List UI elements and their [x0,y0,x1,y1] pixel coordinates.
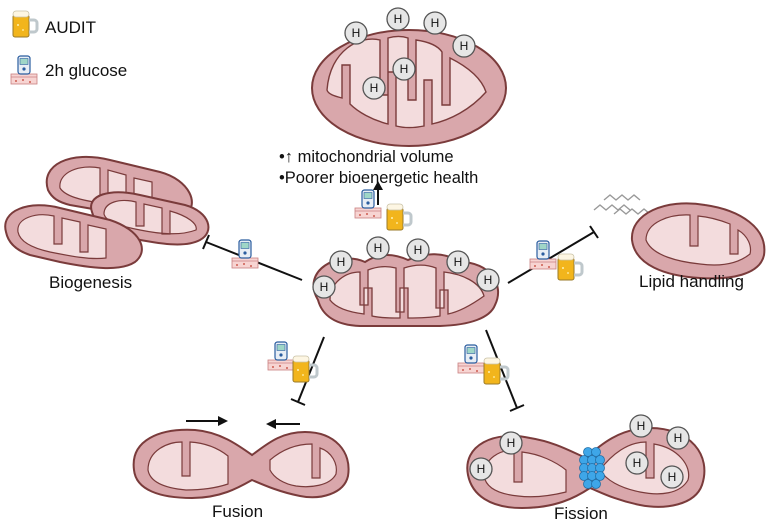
label-fusion: Fusion [212,502,264,521]
proton-label: H [460,39,469,53]
fission-glucose-icon [457,344,485,374]
label-biogenesis: Biogenesis [49,273,133,292]
mitochondria-biogenesis-group [4,155,210,270]
mitochondrion-enlarged [311,29,507,147]
effect-bioenergetic: •Poorer bioenergetic health [279,169,479,187]
top-beer-icon [385,202,413,232]
inhibition-fission [485,329,525,412]
legend-glucose-icon [10,55,38,85]
proton-label: H [374,241,383,255]
mitochondria-fusing [132,428,350,500]
proton-label: H [431,16,440,30]
label-lipid-handling: Lipid handling [639,272,744,291]
proton-label: H [637,419,646,433]
proton-label: H [337,255,346,269]
label-fission: Fission [554,504,608,523]
fusion-beer-icon [291,354,319,384]
drp1-ring [579,447,605,489]
proton-label: H [394,12,403,26]
proton-label: H [414,243,423,257]
proton-label: H [370,81,379,95]
proton-label: H [507,436,516,450]
proton-label: H [633,456,642,470]
proton-label: H [400,62,409,76]
effect-volume: •↑ mitochondrial volume [279,148,454,166]
fusion-arrows [186,416,300,429]
proton-label: H [352,26,361,40]
mitochondrion-central [312,253,500,327]
proton-label: H [320,280,329,294]
inhibition-lipid-handling [507,225,599,284]
fission-beer-icon [482,356,510,386]
lipid-beer-icon [556,252,584,282]
proton-label: H [484,273,493,287]
proton-label: H [477,462,486,476]
increase-arrow [373,181,383,205]
proton-label: H [454,255,463,269]
lipid-chains [593,194,651,215]
lipid-glucose-icon [529,240,557,270]
legend-beer-icon [11,9,39,39]
inhibition-biogenesis [202,234,303,281]
legend-audit-label: AUDIT [45,18,96,37]
legend-glucose-label: 2h glucose [45,61,128,80]
proton-label: H [668,470,677,484]
fusion-glucose-icon [267,341,295,371]
mitochondrion-lipid-handling [630,202,766,280]
proton-label: H [674,431,683,445]
inhibition-fusion [290,336,325,406]
